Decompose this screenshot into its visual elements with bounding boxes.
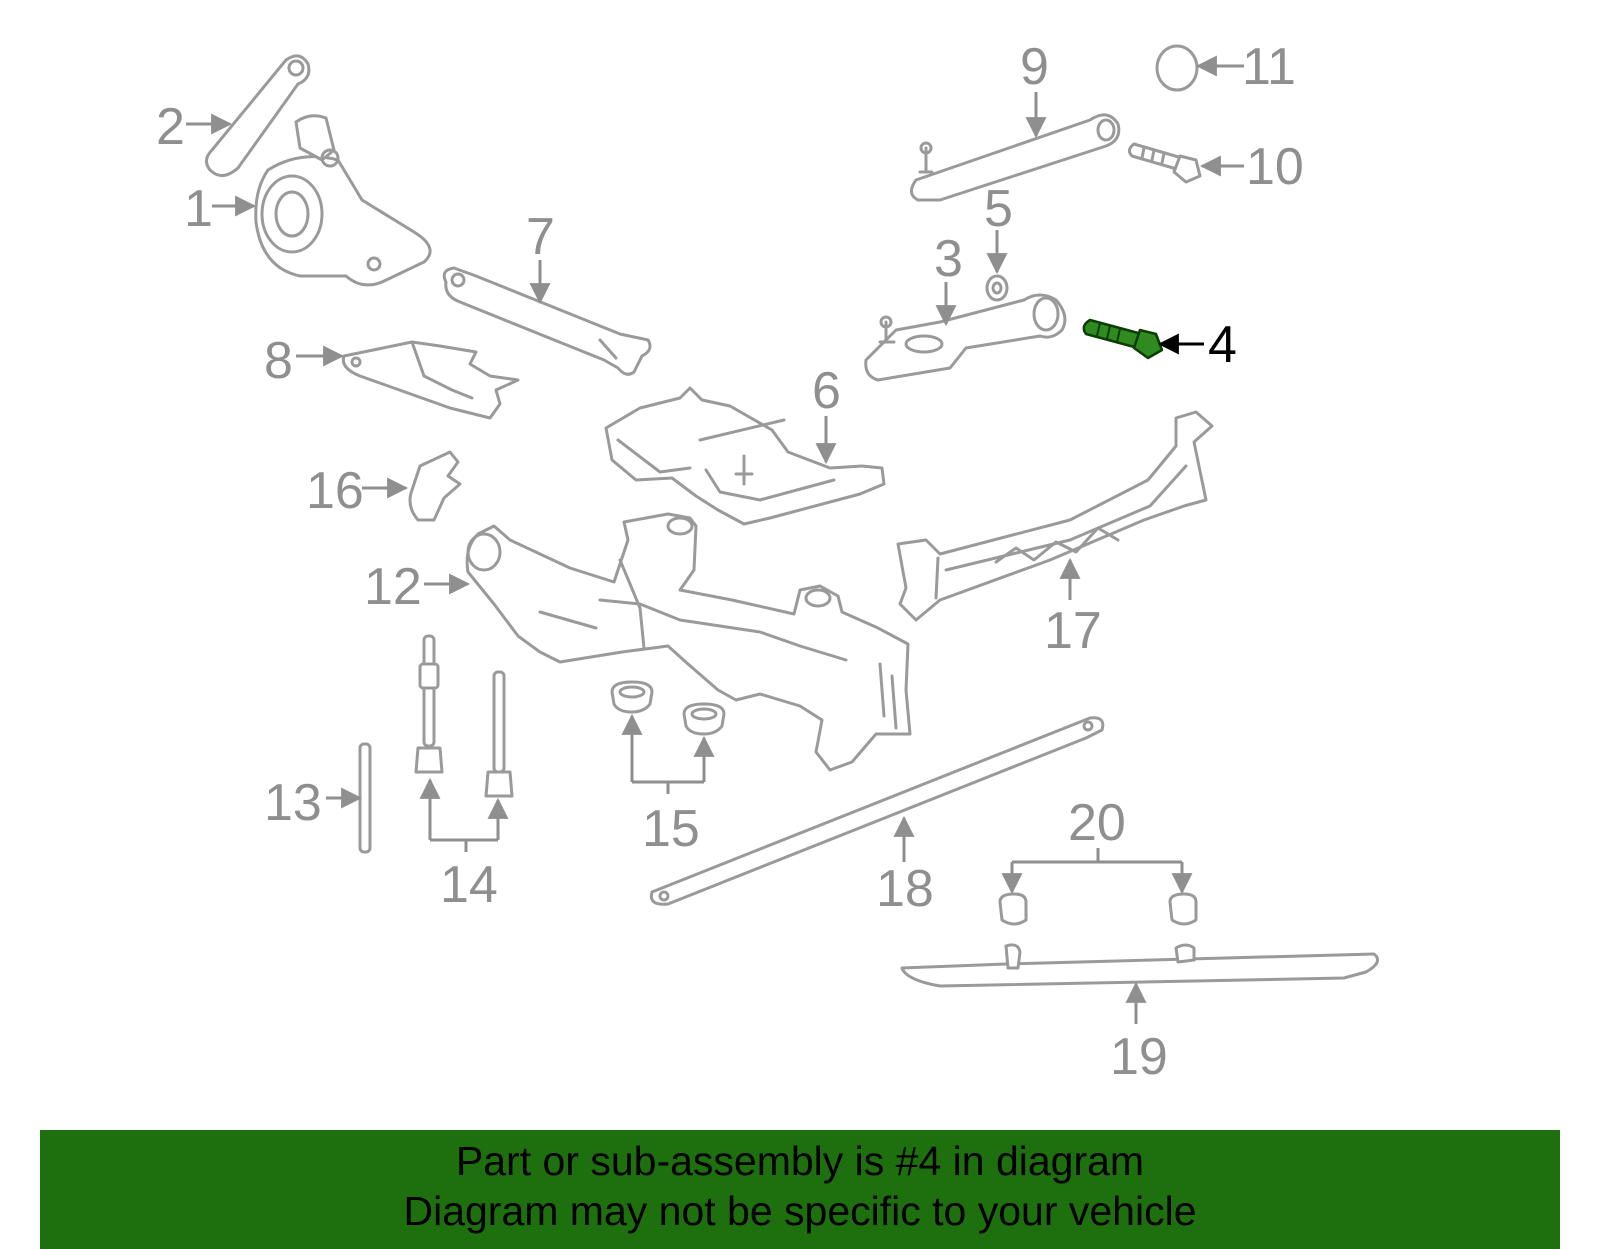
- part-11-ring[interactable]: [1155, 44, 1199, 92]
- callout-numbers: 1 2 3 4 5 6 7 8 9 10 11 12 13 14 15 16 1…: [156, 38, 1304, 1086]
- callout-13: 13: [264, 774, 322, 832]
- callout-10: 10: [1246, 138, 1304, 196]
- part-13-stud[interactable]: [358, 742, 372, 854]
- callout-9: 9: [1020, 38, 1049, 96]
- part-14-bolts[interactable]: [414, 634, 514, 798]
- callout-18: 18: [876, 860, 934, 918]
- callout-4: 4: [1208, 316, 1237, 374]
- callout-14: 14: [440, 856, 498, 914]
- callout-16: 16: [306, 462, 364, 520]
- info-banner: Part or sub-assembly is #4 in diagram Di…: [40, 1130, 1560, 1249]
- callout-11: 11: [1242, 38, 1296, 96]
- banner-line-1: Part or sub-assembly is #4 in diagram: [455, 1138, 1145, 1184]
- parts-diagram: 1 2 3 4 5 6 7 8 9 10 11 12 13 14 15 16 1…: [156, 38, 1380, 1086]
- part-3-control-arm[interactable]: [864, 293, 1067, 382]
- callout-8: 8: [264, 332, 293, 390]
- part-2-upper-link[interactable]: [205, 54, 311, 177]
- callout-19: 19: [1110, 1028, 1168, 1086]
- callout-12: 12: [364, 558, 422, 616]
- part-9-upper-arm[interactable]: [910, 113, 1121, 202]
- callout-6: 6: [812, 362, 841, 420]
- part-10-bolt[interactable]: [1127, 142, 1202, 184]
- callout-20: 20: [1068, 794, 1126, 852]
- part-8-bracket[interactable]: [341, 340, 520, 420]
- part-19-bar[interactable]: [900, 943, 1380, 988]
- part-5-washer[interactable]: [985, 274, 1009, 302]
- callout-15: 15: [642, 800, 700, 858]
- part-4-bolt-highlighted[interactable]: [1082, 318, 1164, 360]
- part-6-housing[interactable]: [604, 386, 886, 526]
- part-16-clip[interactable]: [408, 450, 462, 522]
- part-20-bushings[interactable]: [998, 892, 1198, 926]
- banner-line-2: Diagram may not be specific to your vehi…: [403, 1188, 1197, 1234]
- part-18-strut-bar[interactable]: [649, 716, 1105, 906]
- callout-7: 7: [526, 208, 555, 266]
- part-12-subframe[interactable]: [465, 512, 912, 772]
- part-17-crossmember[interactable]: [896, 410, 1214, 622]
- part-7-control-arm[interactable]: [442, 266, 652, 376]
- callout-1: 1: [184, 180, 213, 238]
- leader-lines: [186, 55, 1244, 1024]
- part-15-mounts[interactable]: [610, 680, 726, 736]
- callout-5: 5: [984, 180, 1013, 238]
- callout-2: 2: [156, 98, 185, 156]
- callout-17: 17: [1044, 602, 1102, 660]
- callout-3: 3: [934, 230, 963, 288]
- part-1-knuckle[interactable]: [254, 114, 432, 287]
